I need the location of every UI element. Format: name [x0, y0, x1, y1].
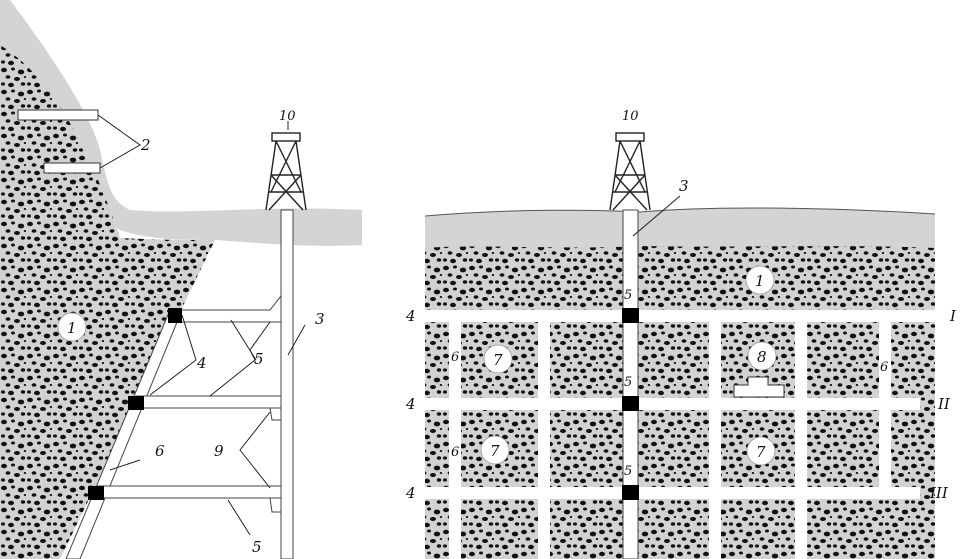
left-label-crosscut-nodes: 4 [196, 354, 207, 372]
right-leaders [632, 195, 681, 237]
right-label-headframe: 10 [622, 109, 639, 124]
right-label-block-b: 7 [490, 442, 500, 460]
right-label-drift-row1: 4 [405, 307, 416, 325]
left-label-levels-top: 5 [254, 350, 264, 368]
left-label-raise: 6 [155, 442, 165, 460]
right-label-raise-left-mid: 6 [451, 445, 459, 460]
right-surface-line [424, 207, 936, 217]
left-label-shaft: 3 [315, 310, 325, 328]
right-label-drift-row3: 4 [405, 484, 416, 502]
left-label-headframe: 10 [279, 109, 296, 124]
right-node-top [622, 308, 639, 323]
left-leaders [97, 114, 306, 536]
left-levels [95, 294, 282, 499]
right-label-raise-left-top: 6 [451, 350, 459, 365]
right-label-discs [480, 265, 777, 466]
right-label-block-chamber: 8 [757, 348, 767, 366]
adit-lower [43, 162, 101, 174]
right-label-drift-row2: 4 [405, 395, 416, 413]
right-panel [424, 132, 945, 559]
right-label-node-bot: 5 [624, 464, 632, 479]
adit-upper [17, 109, 99, 121]
right-label-shaft: 3 [679, 177, 689, 195]
left-label-levels-bottom: 5 [252, 538, 262, 556]
right-soil-band [425, 207, 935, 250]
right-node-bot [622, 485, 639, 500]
right-label-block-c: 7 [756, 443, 766, 461]
right-label-raise-right: 6 [880, 360, 888, 375]
left-pockets [269, 407, 282, 513]
left-headframe [265, 132, 307, 211]
left-label-adits: 2 [140, 136, 151, 154]
right-label-level-I: I [949, 307, 957, 325]
right-label-level-III: III [929, 484, 949, 502]
right-headframe [609, 132, 651, 211]
left-node-3 [88, 486, 104, 500]
right-label-node-top: 5 [624, 288, 632, 303]
left-node-2 [128, 396, 144, 410]
left-ore-label-disc [57, 312, 87, 342]
left-label-pockets: 9 [214, 442, 224, 460]
left-panel [0, 0, 362, 559]
right-raises [449, 310, 891, 559]
right-label-ore-body: 1 [755, 272, 765, 290]
right-label-node-mid: 5 [624, 375, 632, 390]
left-node-1 [168, 308, 182, 323]
left-shaft [280, 209, 294, 559]
right-label-level-II: II [937, 395, 951, 413]
left-label-ore-body: 1 [67, 319, 77, 337]
right-node-mid [622, 396, 639, 411]
right-shaft [622, 209, 639, 559]
right-label-block-a: 7 [493, 351, 503, 369]
